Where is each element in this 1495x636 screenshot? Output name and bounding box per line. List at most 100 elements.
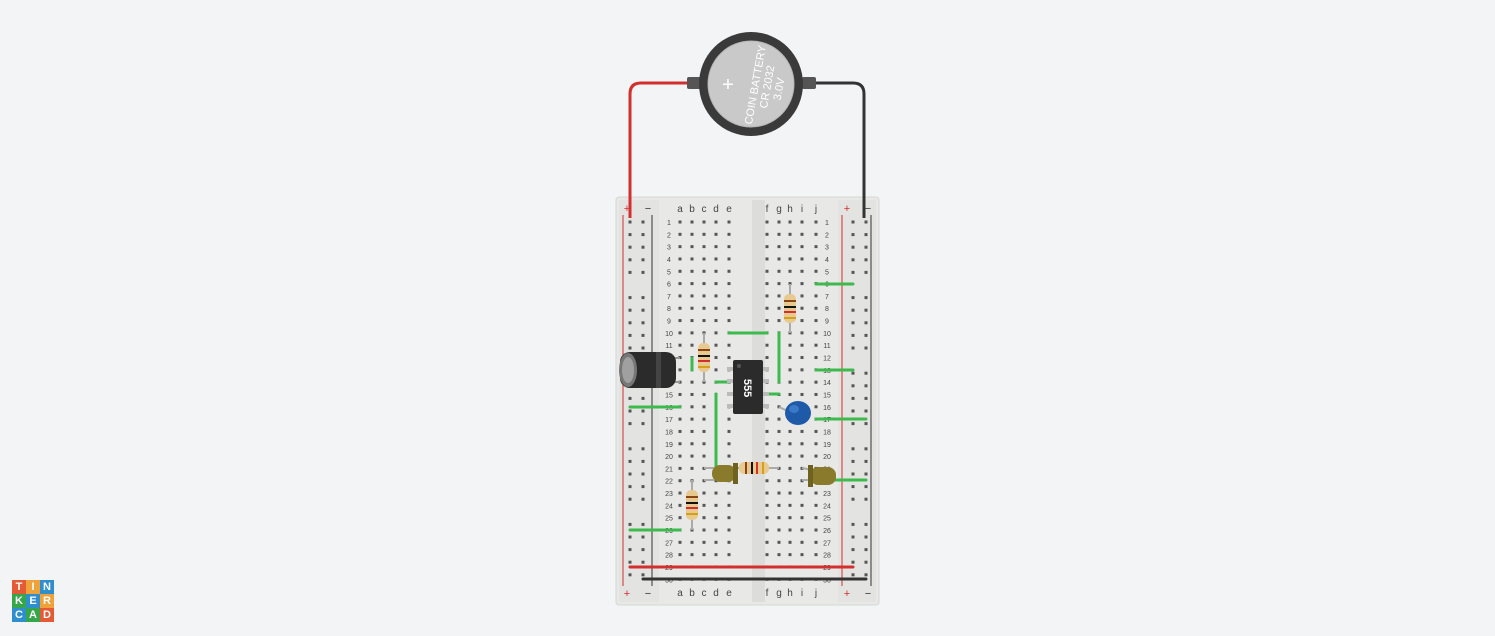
breadboard-hole[interactable] [702,220,706,224]
breadboard-hole[interactable] [678,442,682,446]
breadboard-hole[interactable] [788,282,792,286]
breadboard-hole[interactable] [765,417,769,421]
breadboard-hole[interactable] [777,294,781,298]
breadboard-hole[interactable] [690,540,694,544]
breadboard-hole[interactable] [788,343,792,347]
breadboard-hole[interactable] [851,497,855,501]
breadboard-hole[interactable] [678,306,682,310]
breadboard-hole[interactable] [690,306,694,310]
breadboard-hole[interactable] [814,516,818,520]
breadboard-hole[interactable] [788,220,792,224]
breadboard-hole[interactable] [788,356,792,360]
breadboard-hole[interactable] [727,429,731,433]
breadboard-hole[interactable] [788,479,792,483]
breadboard-hole[interactable] [628,346,632,350]
jumper-wires[interactable] [628,282,868,532]
breadboard-hole[interactable] [851,220,855,224]
breadboard-hole[interactable] [765,429,769,433]
breadboard-hole[interactable] [702,269,706,273]
breadboard-hole[interactable] [678,245,682,249]
breadboard-hole[interactable] [814,491,818,495]
breadboard-hole[interactable] [727,540,731,544]
breadboard-hole[interactable] [765,269,769,273]
breadboard-hole[interactable] [678,503,682,507]
breadboard-hole[interactable] [714,540,718,544]
breadboard-hole[interactable] [800,491,804,495]
breadboard-hole[interactable] [714,491,718,495]
breadboard-hole[interactable] [727,257,731,261]
breadboard-hole[interactable] [788,528,792,532]
battery-red-wire[interactable] [628,81,690,218]
breadboard-hole[interactable] [628,459,632,463]
breadboard-hole[interactable] [727,232,731,236]
breadboard-hole[interactable] [727,282,731,286]
breadboard-hole[interactable] [777,306,781,310]
breadboard-hole[interactable] [800,220,804,224]
breadboard-hole[interactable] [690,380,694,384]
breadboard-hole[interactable] [641,472,645,476]
breadboard-hole[interactable] [788,491,792,495]
breadboard-hole[interactable] [777,405,781,409]
breadboard-hole[interactable] [788,442,792,446]
breadboard-hole[interactable] [765,516,769,520]
breadboard-hole[interactable] [814,356,818,360]
breadboard-hole[interactable] [641,396,645,400]
breadboard-hole[interactable] [864,422,868,426]
breadboard-hole[interactable] [814,343,818,347]
breadboard-hole[interactable] [727,306,731,310]
breadboard-hole[interactable] [777,319,781,323]
breadboard-hole[interactable] [814,220,818,224]
breadboard-hole[interactable] [814,331,818,335]
breadboard-hole[interactable] [851,459,855,463]
breadboard-hole[interactable] [641,447,645,451]
breadboard-hole[interactable] [788,553,792,557]
breadboard-hole[interactable] [714,368,718,372]
resistor[interactable] [784,284,796,333]
breadboard-hole[interactable] [814,442,818,446]
breadboard-hole[interactable] [678,269,682,273]
breadboard-hole[interactable] [800,269,804,273]
breadboard-hole[interactable] [678,257,682,261]
breadboard-hole[interactable] [641,333,645,337]
breadboard-hole[interactable] [678,540,682,544]
breadboard-hole[interactable] [777,516,781,520]
breadboard-hole[interactable] [777,257,781,261]
breadboard-hole[interactable] [777,232,781,236]
breadboard-hole[interactable] [628,396,632,400]
breadboard-hole[interactable] [628,270,632,274]
breadboard-hole[interactable] [765,528,769,532]
breadboard-hole[interactable] [702,306,706,310]
breadboard-hole[interactable] [777,528,781,532]
breadboard-hole[interactable] [800,429,804,433]
breadboard-hole[interactable] [690,257,694,261]
electrolytic-capacitor[interactable] [619,352,680,388]
led[interactable] [704,463,738,484]
breadboard-hole[interactable] [690,417,694,421]
breadboard-hole[interactable] [714,516,718,520]
breadboard-hole[interactable] [690,429,694,433]
breadboard-hole[interactable] [690,392,694,396]
breadboard-hole[interactable] [690,319,694,323]
breadboard-hole[interactable] [714,528,718,532]
breadboard-hole[interactable] [628,245,632,249]
breadboard-hole[interactable] [628,296,632,300]
breadboard-hole[interactable] [714,294,718,298]
breadboard-hole[interactable] [641,459,645,463]
breadboard-hole[interactable] [788,516,792,520]
breadboard-hole[interactable] [765,540,769,544]
breadboard-hole[interactable] [864,459,868,463]
breadboard-hole[interactable] [765,356,769,360]
breadboard-hole[interactable] [851,409,855,413]
breadboard-hole[interactable] [628,233,632,237]
breadboard-hole[interactable] [714,269,718,273]
breadboard-hole[interactable] [678,516,682,520]
breadboard-hole[interactable] [788,269,792,273]
breadboard-hole[interactable] [690,245,694,249]
breadboard-hole[interactable] [851,548,855,552]
breadboard-hole[interactable] [702,442,706,446]
breadboard-hole[interactable] [690,294,694,298]
breadboard-hole[interactable] [714,503,718,507]
breadboard-hole[interactable] [814,294,818,298]
breadboard-hole[interactable] [777,417,781,421]
breadboard-hole[interactable] [864,472,868,476]
